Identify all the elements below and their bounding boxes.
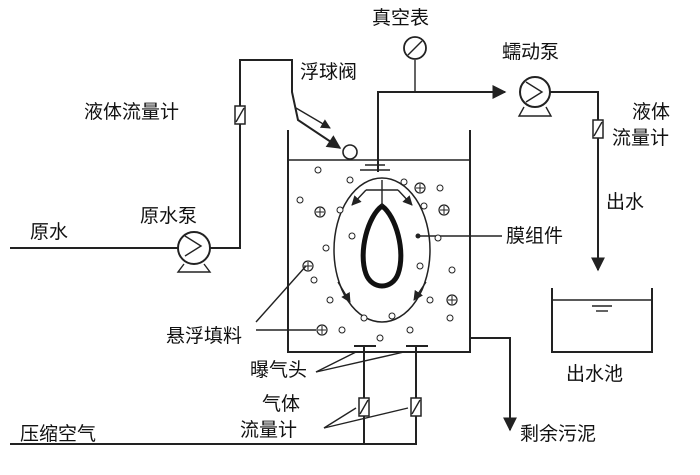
gas-flowmeter-label-line2: 流量计 (240, 419, 297, 441)
gas-flowmeter-label-line1: 气体 (262, 393, 300, 415)
right-flowmeter-mark (593, 121, 603, 137)
flow-arrow-bottom-right (413, 281, 427, 301)
float-valve-pointer (295, 107, 331, 129)
gas-flowmeter-left-mark (359, 399, 369, 415)
excess-sludge-label: 剩余污泥 (520, 423, 596, 445)
peristaltic-pump-base (517, 106, 553, 117)
reactor-tank (287, 130, 471, 353)
membrane-pointer-dot (415, 233, 421, 239)
feed-line (210, 59, 342, 249)
flow-arrow-bottom-left (337, 281, 351, 303)
compressed-air-label: 压缩空气 (20, 423, 96, 445)
raw-water-pump-base (176, 263, 212, 273)
right-liquid-flowmeter-label-line1: 液体 (632, 101, 670, 123)
aerator-pointer-1 (315, 351, 357, 373)
gas-flowmeter-pointer-1 (323, 407, 357, 429)
effluent-outlet-line (550, 91, 605, 272)
right-liquid-flowmeter-label-line2: 流量计 (612, 127, 669, 149)
float-valve-label: 浮球阀 (300, 61, 357, 83)
vacuum-gauge-label: 真空表 (372, 7, 429, 29)
aerator-pointer-2 (315, 351, 405, 373)
raw-water-pump-icon (177, 231, 211, 265)
excess-sludge-line (470, 337, 517, 432)
float-valve-icon (342, 144, 358, 160)
effluent-tank-label: 出水池 (566, 363, 623, 385)
suspended-carrier-label: 悬浮填料 (166, 325, 242, 347)
left-flowmeter-mark (235, 107, 245, 123)
carrier-pointer-1 (255, 265, 307, 323)
peristaltic-pump-label: 蠕动泵 (502, 41, 559, 63)
peristaltic-pump-icon (519, 76, 551, 108)
membrane-module-icon (360, 202, 404, 289)
membrane-module-label: 膜组件 (506, 225, 563, 247)
flow-arrow-top-left (351, 189, 367, 206)
raw-water-pump-label: 原水泵 (140, 205, 197, 227)
aerator-label: 曝气头 (250, 359, 307, 381)
effluent-suction-line (377, 85, 507, 172)
gas-flowmeter-pointer-2 (323, 407, 409, 429)
raw-water-label: 原水 (30, 221, 68, 243)
vacuum-gauge-needle (407, 40, 423, 56)
aeration-bubbles (296, 166, 456, 342)
peristaltic-pump-impeller (525, 81, 544, 103)
air-supply-line (10, 346, 417, 445)
suspended-carrier-crosses (304, 184, 456, 334)
flow-arrow-top-right (397, 189, 413, 206)
left-liquid-flowmeter-label: 液体流量计 (84, 101, 179, 123)
gas-flowmeter-right-mark (411, 399, 421, 415)
raw-water-pump-impeller (184, 235, 203, 257)
effluent-label: 出水 (606, 191, 644, 213)
effluent-tank (551, 288, 653, 353)
flow-loop-ellipse (333, 177, 431, 323)
